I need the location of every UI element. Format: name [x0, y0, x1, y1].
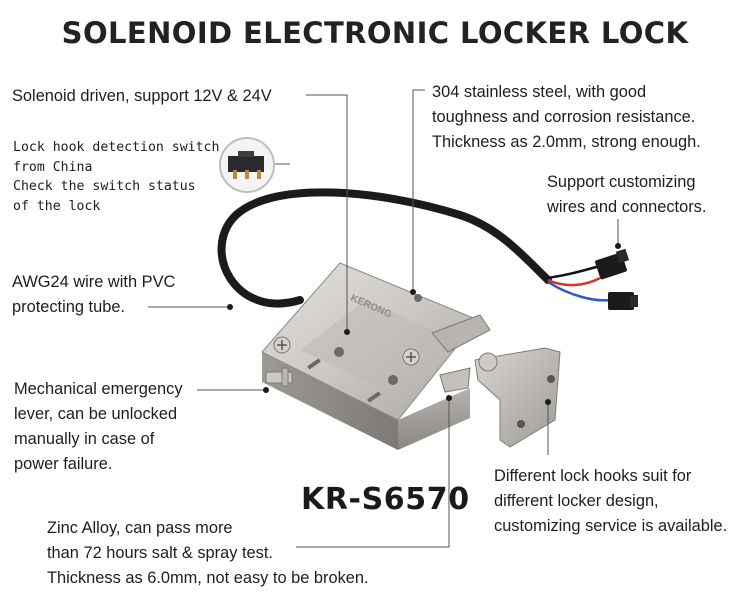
zinc-block	[300, 300, 455, 395]
annotation-switch: Lock hook detection switch from China Ch…	[13, 140, 220, 214]
leader-zinc	[296, 400, 450, 548]
switch-inset	[219, 137, 275, 193]
page-title: SOLENOID ELECTRONIC LOCKER LOCK	[61, 16, 689, 50]
black-wire	[545, 264, 601, 280]
blue-wire	[547, 280, 613, 302]
leader-solenoid	[306, 94, 348, 332]
annotation-wires: Support customizing wires and connectors…	[547, 173, 707, 216]
annotation-solenoid: Solenoid driven, support 12V & 24V	[12, 87, 272, 105]
lock-body-side	[262, 352, 398, 450]
awg24-cable	[217, 188, 552, 308]
connector-bottom	[608, 292, 638, 310]
connector-top	[595, 248, 630, 280]
lock-body-bottom	[398, 388, 470, 450]
lock-tongue	[431, 314, 491, 353]
annotation-steel: 304 stainless steel, with good toughness…	[432, 83, 701, 151]
lock-tongue-lower	[439, 367, 471, 393]
lock-hook	[474, 347, 561, 448]
leader-steel	[412, 89, 425, 290]
red-wire	[547, 276, 601, 287]
annotation-awg: AWG24 wire with PVC protecting tube.	[12, 273, 176, 316]
annotation-zinc: Zinc Alloy, can pass more than 72 hours …	[47, 519, 369, 587]
annotation-lever: Mechanical emergency lever, can be unloc…	[14, 380, 183, 473]
model-number: KR-S6570	[301, 482, 470, 517]
annotation-hooks: Different lock hooks suit for different …	[494, 467, 728, 535]
